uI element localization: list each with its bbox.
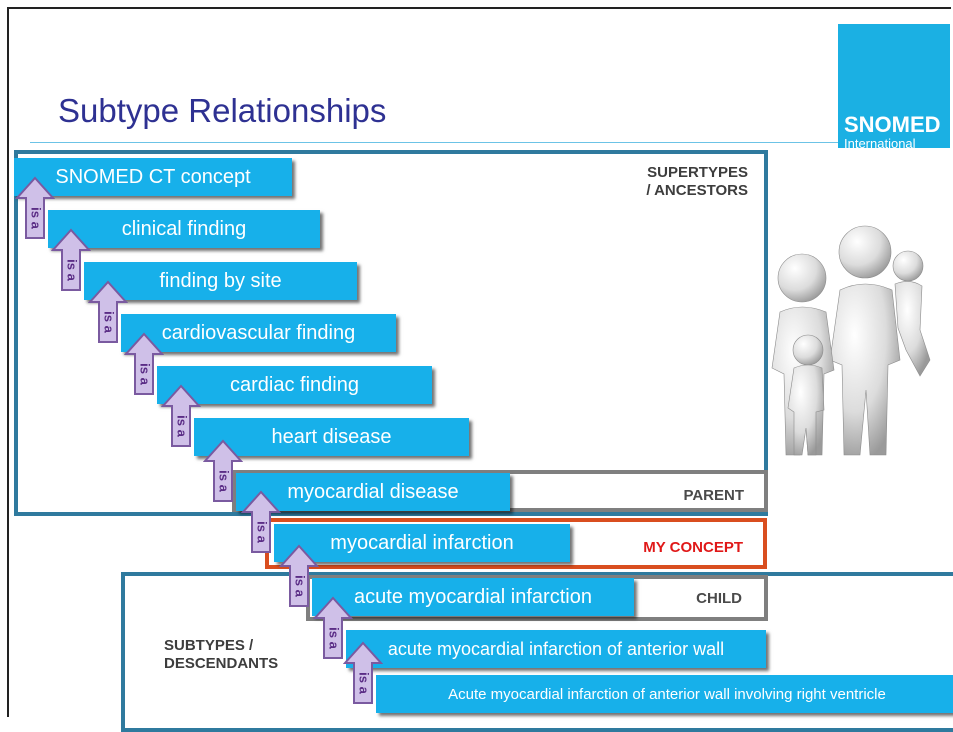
concept-box: myocardial disease <box>236 473 510 511</box>
is-a-arrow-icon: is a <box>124 332 164 395</box>
is-a-arrow-icon: is a <box>88 280 128 343</box>
concept-box: SNOMED CT concept <box>14 158 292 196</box>
is-a-arrow-icon: is a <box>343 641 383 704</box>
title-divider <box>30 142 915 143</box>
concept-box: clinical finding <box>48 210 320 248</box>
concept-box: heart disease <box>194 418 469 456</box>
concept-box: cardiovascular finding <box>121 314 396 352</box>
concept-box: acute myocardial infarction of anterior … <box>346 630 766 668</box>
subtypes-label: SUBTYPES / DESCENDANTS <box>164 637 278 673</box>
is-a-arrow-icon: is a <box>203 439 243 502</box>
is-a-arrow-icon: is a <box>241 490 281 553</box>
concept-box: cardiac finding <box>157 366 432 404</box>
page-title: Subtype Relationships <box>58 92 387 129</box>
is-a-arrow-icon: is a <box>279 544 319 607</box>
is-a-label: is a <box>175 415 190 437</box>
concept-box: myocardial infarction <box>274 524 570 562</box>
is-a-label: is a <box>255 521 270 543</box>
supertypes-label: SUPERTYPES / ANCESTORS <box>622 164 748 200</box>
is-a-label: is a <box>327 627 342 649</box>
is-a-label: is a <box>29 207 44 229</box>
concept-box: Acute myocardial infarction of anterior … <box>376 675 953 713</box>
is-a-arrow-icon: is a <box>161 384 201 447</box>
is-a-arrow-icon: is a <box>51 228 91 291</box>
is-a-label: is a <box>138 363 153 385</box>
is-a-label: is a <box>357 672 372 694</box>
is-a-arrow-icon: is a <box>15 176 55 239</box>
is-a-arrow-icon: is a <box>313 596 353 659</box>
child-label: CHILD <box>696 590 742 607</box>
is-a-label: is a <box>293 575 308 597</box>
supertypes-label-line-1: SUPERTYPES <box>647 164 748 181</box>
snomed-logo: SNOMED International <box>838 24 950 151</box>
is-a-label: is a <box>102 311 117 333</box>
subtypes-label-line-1: SUBTYPES / <box>164 637 254 654</box>
family-figure-illustration <box>771 225 931 456</box>
my-concept-label: MY CONCEPT <box>643 539 743 556</box>
subtypes-label-line-2: DESCENDANTS <box>164 655 279 672</box>
supertypes-region <box>14 150 768 516</box>
concept-box: finding by site <box>84 262 357 300</box>
is-a-label: is a <box>217 470 232 492</box>
logo-line-1: SNOMED <box>844 112 941 137</box>
is-a-label: is a <box>65 259 80 281</box>
parent-label: PARENT <box>683 487 744 504</box>
supertypes-label-line-2: / ANCESTORS <box>646 182 748 199</box>
concept-box: acute myocardial infarction <box>312 578 634 616</box>
logo-line-2: International <box>844 136 916 151</box>
